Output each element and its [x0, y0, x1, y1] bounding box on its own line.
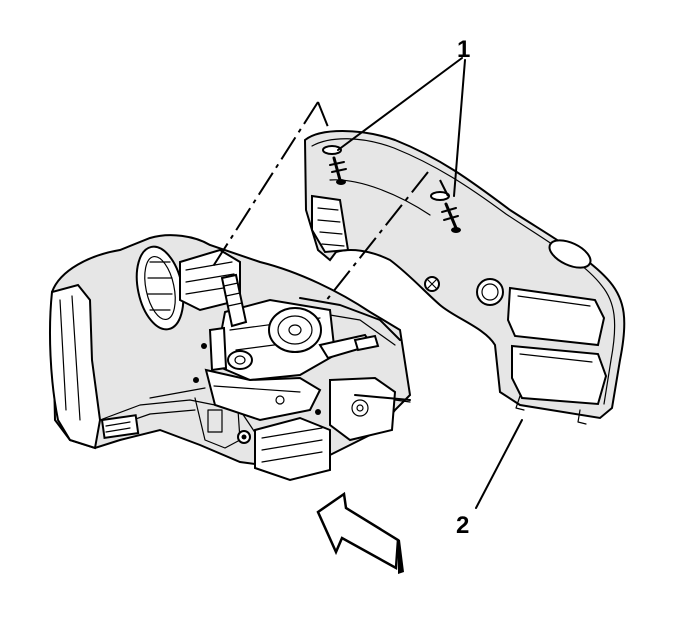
callout-trim-panel: 2: [456, 512, 470, 539]
callout-leaders: [337, 57, 523, 509]
screw-upper-left: [322, 145, 347, 185]
instrument-panel-assembly: [49, 234, 412, 482]
callout-fasteners: 1: [457, 36, 471, 63]
arrow-icon: [316, 491, 404, 574]
alignment-lines: [211, 101, 449, 303]
cluster-trim-panel: [303, 130, 626, 425]
screw-right: [430, 191, 461, 233]
